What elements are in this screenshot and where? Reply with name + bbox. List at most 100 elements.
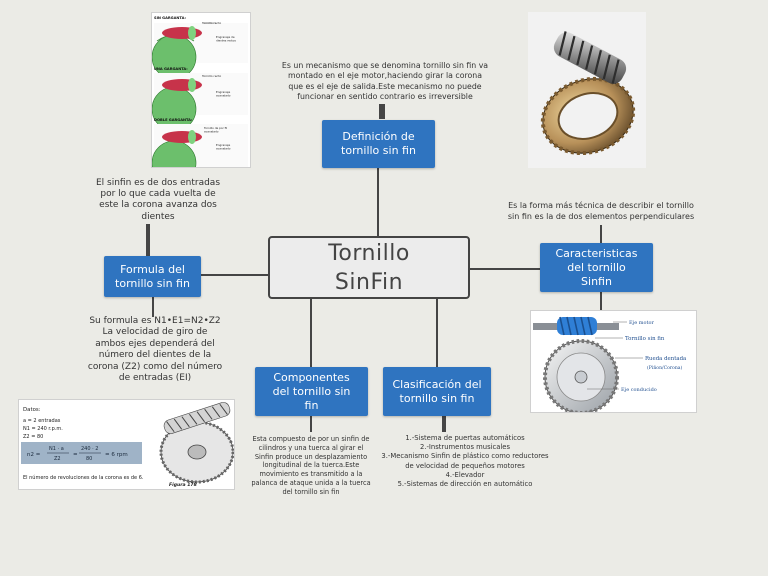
text-formula-bottom: Su formula es N1•E1=N2•Z2 La velocidad d… (80, 316, 230, 384)
text-definicion-l3: que es el eje de salida.Este mecanismo n… (288, 81, 482, 91)
panel-una-garganta: UNA GARGANTA: Tornillo recto Engranaje a… (152, 67, 248, 132)
labeled-diagram-illustration: Eje motor Tornillo sin fin Rueda dentada… (533, 316, 687, 412)
label-sin-garganta: SIN GARGANTA: (154, 16, 186, 20)
label-tornillo-recto-2: Tornillo recto (201, 74, 221, 78)
node-caracteristicas-line3: Sinfin (581, 274, 612, 288)
connector-top-stub (379, 104, 385, 119)
text-caracteristicas: Es la forma más técnica de describir el … (496, 200, 706, 222)
label-engranaje-rectos-1: Engranaje de (216, 35, 235, 39)
diagram-eje-conducido: Eje conducido (621, 387, 657, 393)
node-caracteristicas[interactable]: Caracteristicas del tornillo Sinfin (540, 243, 653, 292)
figure-labeled-diagram: Eje motor Tornillo sin fin Rueda dentada… (530, 310, 697, 413)
connector-right-stub-top (600, 225, 602, 243)
text-formula-top-l2: por lo que cada vuelta de (100, 189, 216, 200)
text-clasificacion-l3: 3.-Mecanismo Sinfin de plástico como red… (381, 452, 549, 461)
label-doble-garganta: DOBLE GARGANTA: (154, 118, 193, 122)
text-definicion-l2: montado en el eje motor,haciendo girar l… (287, 71, 482, 81)
node-formula[interactable]: Formula del tornillo sin fin (104, 256, 201, 297)
connector-left (200, 274, 268, 276)
ejemplo-frac-top: N1 · a (49, 446, 64, 452)
ejemplo-num-top: 240 · 2 (81, 446, 99, 452)
crown-gear (543, 339, 619, 412)
text-clasificacion-l1: 1.-Sistema de puertas automáticos (405, 434, 525, 442)
node-clasificacion[interactable]: Clasificación del tornillo sin fin (383, 367, 491, 416)
label-engranaje-acanalado-1: Engranaje (216, 90, 230, 94)
diagram-rueda-dentada: Rueda dentada (645, 356, 687, 362)
panel-doble-garganta: DOBLE GARGANTA: Tornillo de por fil acan… (152, 118, 248, 167)
text-definicion-l1: Es un mecanismo que se denomina tornillo… (281, 61, 489, 70)
ejemplo-num-bottom: 80 (86, 456, 92, 462)
text-definicion: Es un mecanismo que se denomina tornillo… (276, 61, 494, 103)
node-formula-line2: tornillo sin fin (115, 276, 190, 290)
node-componentes-line3: fin (304, 398, 319, 412)
text-componentes: Esta compuesto de por un sinfin de cilin… (246, 435, 376, 497)
connector-bottom-left (310, 299, 312, 367)
text-clasificacion-l5: 4.-Elevador (445, 470, 485, 479)
label-engranaje-acanalado-4: acanalado (216, 147, 231, 151)
central-title-line1: Tornillo (328, 240, 410, 266)
panel-sin-garganta: SIN GARGANTA: Tornillo recto Engranaje d… (152, 16, 248, 80)
connector-right (470, 268, 540, 270)
text-formula-bottom-l3: ambos ejes dependerá del (95, 338, 215, 349)
label-una-garganta: UNA GARGANTA: (154, 67, 188, 71)
worm-gear-photo-illustration (540, 31, 636, 156)
text-formula-top-l4: dientes (141, 211, 175, 222)
example-calculation-illustration: Datos: a = 2 entradas N1 = 240 r.p.m. Z2… (21, 402, 234, 488)
connector-bottom-left-stub (310, 416, 312, 432)
text-componentes-l5: movimiento es transmitido a la (259, 470, 363, 479)
ejemplo-fig-label: Figura 178 (169, 482, 198, 488)
ejemplo-frac-bottom: Z2 (54, 456, 61, 462)
gear-types-illustration: SIN GARGANTA: Tornillo recto Engranaje d… (152, 16, 248, 167)
text-clasificacion-l2: 2.-Instrumentos musicales (419, 443, 511, 452)
node-componentes-line1: Componentes (273, 370, 350, 384)
connector-bottom-right (436, 299, 438, 367)
ejemplo-result: = 6 rpm (105, 452, 128, 458)
text-formula-bottom-l1: Su formula es N1•E1=N2•Z2 (89, 316, 221, 326)
label-engranaje-rectos-2: dientes rectos (216, 39, 236, 43)
node-caracteristicas-line1: Caracteristicas (555, 246, 638, 260)
diagram-tornillo-sin-fin: Tornillo sin fin (625, 336, 665, 342)
label-tornillo-perfil-2: acanalado (204, 130, 219, 134)
text-clasificacion-l4: de velocidad de pequeños motores (405, 461, 525, 470)
text-clasificacion: 1.-Sistema de puertas automáticos 2.-Ins… (372, 434, 558, 489)
text-componentes-l1: Esta compuesto de por un sinfin de (252, 435, 370, 443)
text-formula-top-l1: El sinfin es de dos entradas (95, 178, 221, 188)
text-clasificacion-l6: 5.-Sistemas de dirección en automático (397, 480, 533, 489)
connector-left-stub-top (146, 224, 150, 256)
figure-gear-types: SIN GARGANTA: Tornillo recto Engranaje d… (151, 12, 251, 168)
central-topic[interactable]: Tornillo SinFin (268, 236, 470, 299)
ejemplo-caption: El número de revoluciones de la corona e… (23, 474, 144, 481)
text-componentes-l7: del tornillo sin fin (282, 487, 340, 496)
node-clasificacion-line2: tornillo sin fin (399, 391, 475, 405)
connector-left-stub-bottom (152, 297, 154, 317)
connector-bottom-right-stub (442, 416, 446, 432)
text-componentes-l2: cilindros y una tuerca al girar el (258, 443, 364, 452)
figure-example-calculation: Datos: a = 2 entradas N1 = 240 r.p.m. Z2… (18, 399, 235, 490)
central-title-line2: SinFin (334, 269, 404, 295)
text-formula-bottom-l2: La velocidad de giro de (102, 327, 208, 338)
node-definicion-line1: Definición de (342, 130, 415, 143)
node-componentes[interactable]: Componentes del tornillo sin fin (255, 367, 368, 416)
label-engranaje-acanalado-2: acanalado (216, 94, 231, 98)
text-definicion-l4: funcionar en sentido contrario es irreve… (297, 92, 473, 102)
connector-right-stub-bottom (600, 292, 602, 310)
text-formula-top-l3: este la corona avanza dos (99, 200, 217, 211)
text-componentes-l4: longitudinal de la tuerca.Este (262, 461, 360, 470)
ejemplo-formula-n2: n2 = (27, 452, 41, 458)
ejemplo-n1: N1 = 240 r.p.m. (23, 426, 63, 432)
text-formula-bottom-l4: número del dientes de la (98, 350, 212, 361)
ejemplo-a: a = 2 entradas (23, 418, 61, 424)
text-caracteristicas-l1: Es la forma más técnica de describir el … (508, 201, 694, 210)
node-definicion[interactable]: Definición de tornillo sin fin (322, 120, 435, 168)
ejemplo-equal: = (73, 452, 78, 458)
label-engranaje-acanalado-3: Engranaje (216, 143, 230, 147)
worm-gear-engraving (159, 402, 234, 484)
ejemplo-z2: Z2 = 80 (23, 434, 43, 440)
label-tornillo-perfil-1: Tornillo de por fil (203, 126, 227, 130)
node-caracteristicas-line2: del tornillo (567, 260, 626, 274)
figure-worm-gear-photo (528, 12, 646, 168)
ejemplo-datos: Datos: (23, 407, 41, 413)
connector-top (377, 166, 379, 236)
text-componentes-l6: palanca de ataque unida a la tuerca (251, 478, 371, 487)
text-componentes-l3: Sinfin produce un desplazamiento (254, 452, 368, 461)
